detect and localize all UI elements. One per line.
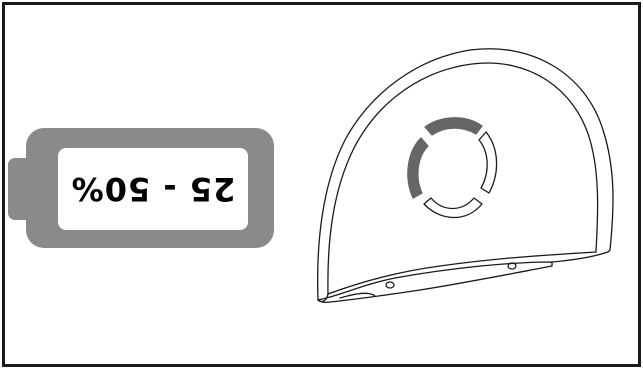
housing-base-lower bbox=[339, 292, 376, 299]
ring-segment-right bbox=[478, 131, 498, 194]
housing-base-inner-line bbox=[327, 251, 597, 295]
battery-face bbox=[58, 148, 248, 230]
screw-hole-left bbox=[385, 281, 395, 289]
housing-base-rim bbox=[317, 261, 553, 304]
housing-outer-shell bbox=[317, 48, 614, 301]
housing-inner-contour bbox=[327, 62, 599, 295]
ring-segment-left bbox=[407, 137, 429, 199]
screw-hole-right bbox=[507, 262, 517, 270]
ring-segment-bottom bbox=[423, 197, 483, 219]
ring-segment-top bbox=[424, 117, 483, 136]
housing-base-lip bbox=[551, 251, 609, 263]
